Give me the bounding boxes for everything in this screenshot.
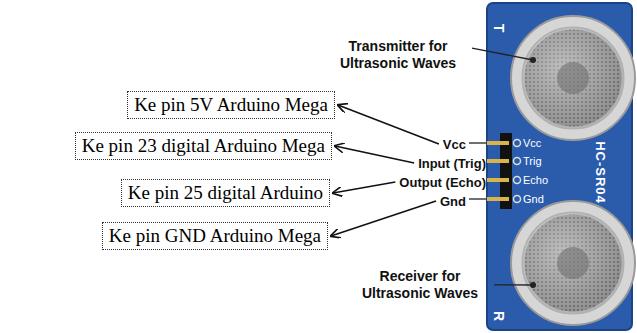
pin-callout-box: Ke pin GND Arduino Mega	[102, 222, 328, 250]
transducer-label: Transmitter for Ultrasonic Waves	[328, 38, 468, 72]
board-pin-marking: Echo	[523, 174, 548, 186]
pin-name: Gnd	[440, 194, 466, 209]
callout-text: Ke pin 25 digital Arduino	[128, 182, 323, 204]
callout-text: Ke pin 5V Arduino Mega	[134, 94, 328, 116]
pin-callout-box: Ke pin 23 digital Arduino Mega	[75, 132, 332, 160]
board-pin-marking: Gnd	[523, 193, 544, 205]
leader-dot	[530, 57, 536, 63]
board-pin-marking: Vcc	[523, 137, 541, 149]
callout-text: Ke pin GND Arduino Mega	[109, 225, 321, 247]
circuit-board	[487, 3, 632, 330]
pin-name: Vcc	[443, 137, 466, 152]
pin-callout-box: Ke pin 5V Arduino Mega	[127, 91, 335, 119]
callout-arrow	[333, 182, 395, 193]
leader-dot	[530, 282, 536, 288]
board-model-name: HC-SR04	[593, 141, 608, 204]
pin-name: Input (Trig)	[418, 156, 486, 171]
callout-arrow	[331, 201, 436, 236]
pin-wire	[469, 198, 486, 199]
leader-line	[494, 284, 533, 286]
callout-arrow	[338, 105, 439, 144]
transducer-label: Receiver for Ultrasonic Waves	[350, 268, 490, 302]
board-pin-marking: Trig	[523, 155, 542, 167]
pin-wire	[469, 142, 486, 143]
leader-line	[472, 48, 533, 60]
pin-callout-box: Ke pin 25 digital Arduino	[121, 179, 330, 207]
callout-arrow	[335, 146, 414, 163]
pin-header	[487, 133, 521, 209]
callout-text: Ke pin 23 digital Arduino Mega	[82, 135, 325, 157]
transmitter-transducer	[511, 16, 635, 140]
pin-name: Output (Echo)	[399, 175, 486, 190]
board-marking: R	[491, 311, 507, 321]
receiver-transducer	[511, 201, 635, 325]
board-marking: T	[491, 24, 507, 33]
